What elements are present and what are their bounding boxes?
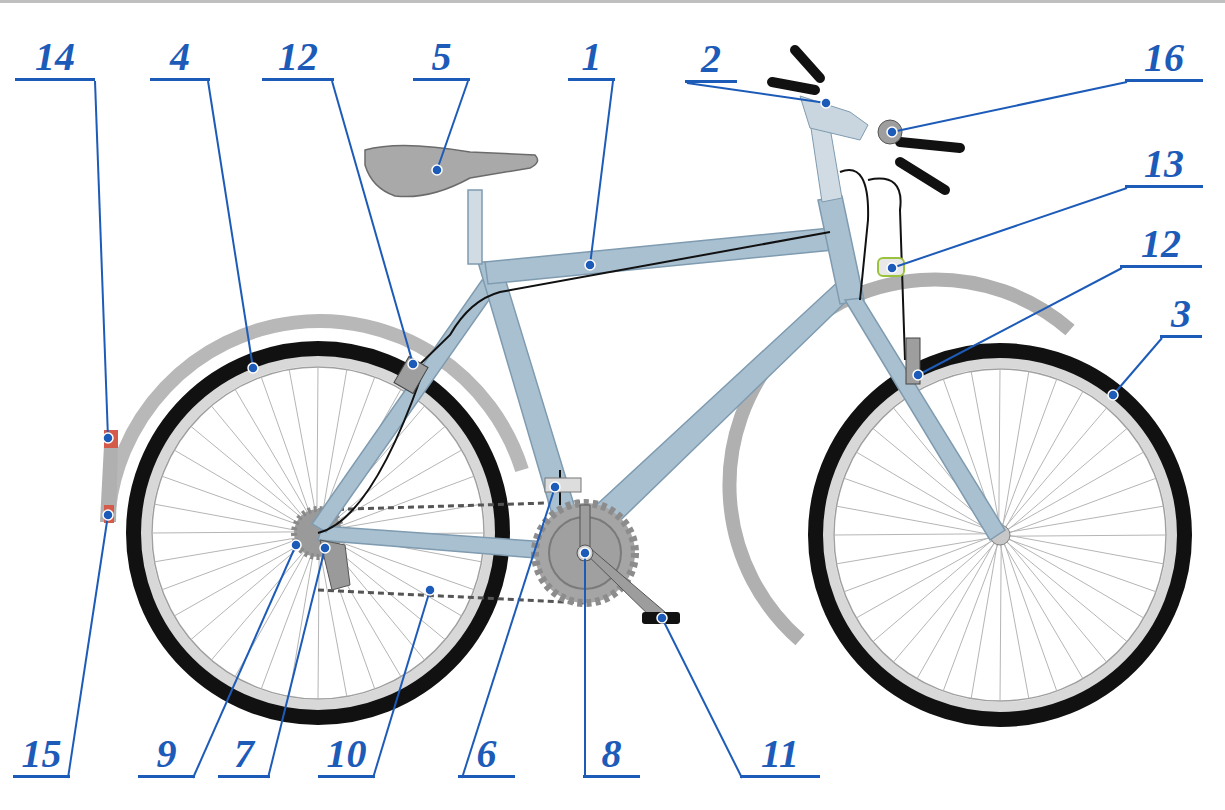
leader-lines bbox=[68, 81, 1162, 778]
spoke bbox=[211, 406, 310, 526]
callout-number: 14 bbox=[15, 36, 95, 81]
callout-number: 15 bbox=[13, 733, 70, 778]
rear-derailleur bbox=[320, 540, 350, 590]
spoke bbox=[261, 377, 313, 524]
spoke bbox=[844, 537, 990, 592]
spoke bbox=[1007, 542, 1127, 641]
fender-tail bbox=[100, 445, 118, 522]
cable bbox=[412, 170, 905, 372]
front-wheel bbox=[816, 351, 1184, 719]
spoke bbox=[317, 367, 318, 523]
spoke bbox=[971, 545, 997, 699]
spoke bbox=[1010, 536, 1163, 564]
spoke bbox=[191, 426, 311, 525]
spoke bbox=[1005, 544, 1057, 691]
spoke bbox=[289, 370, 317, 523]
spoke bbox=[837, 538, 991, 564]
spoke bbox=[152, 532, 308, 533]
reflector bbox=[104, 430, 118, 448]
callout-number: 9 bbox=[138, 733, 195, 778]
callout-number: 11 bbox=[740, 733, 820, 778]
spoke bbox=[1000, 545, 1001, 701]
spoke bbox=[873, 540, 992, 641]
spoke bbox=[1004, 544, 1083, 679]
callout-number: 1 bbox=[568, 36, 615, 81]
callout-number: 12 bbox=[1120, 223, 1202, 268]
callout-number: 8 bbox=[583, 733, 640, 778]
spoke bbox=[1010, 478, 1156, 533]
reflector bbox=[104, 505, 114, 523]
spoke bbox=[893, 543, 994, 662]
callout-number: 6 bbox=[458, 733, 515, 778]
callout-number: 3 bbox=[1160, 293, 1202, 338]
spoke bbox=[1007, 542, 1106, 662]
spoke bbox=[1010, 535, 1166, 536]
handlebar bbox=[772, 50, 960, 202]
spoke bbox=[155, 536, 309, 562]
crank bbox=[580, 548, 665, 622]
spoke bbox=[162, 476, 309, 528]
callout-number: 5 bbox=[413, 36, 470, 81]
spoke bbox=[1006, 391, 1083, 527]
callout-number: 12 bbox=[262, 36, 334, 81]
spoke bbox=[235, 389, 314, 524]
spoke bbox=[155, 504, 308, 532]
chain bbox=[318, 590, 585, 603]
callout-number: 13 bbox=[1125, 143, 1203, 188]
leader-dots bbox=[103, 98, 1118, 623]
callout-number: 4 bbox=[150, 36, 210, 81]
spoke bbox=[834, 534, 990, 535]
callout-number: 16 bbox=[1125, 37, 1203, 82]
rear-brake bbox=[394, 357, 428, 394]
spoke bbox=[917, 543, 994, 679]
spoke bbox=[1010, 506, 1164, 532]
top-rule bbox=[0, 0, 1225, 3]
headlight bbox=[878, 258, 904, 276]
pedal bbox=[642, 612, 680, 624]
spoke bbox=[837, 506, 990, 534]
spoke bbox=[318, 543, 319, 699]
callout-number: 7 bbox=[218, 733, 270, 778]
callout-number: 2 bbox=[685, 38, 737, 83]
spoke bbox=[1005, 408, 1106, 527]
spoke bbox=[1001, 545, 1029, 698]
spoke bbox=[211, 541, 312, 660]
spoke bbox=[1009, 540, 1156, 592]
spoke bbox=[1009, 539, 1144, 618]
saddle bbox=[365, 145, 538, 196]
cable bbox=[318, 380, 560, 533]
callout-number: 10 bbox=[318, 733, 375, 778]
spoke bbox=[999, 369, 1000, 525]
front-derailleur bbox=[545, 478, 581, 492]
spoke bbox=[1008, 428, 1127, 529]
spoke bbox=[174, 450, 309, 529]
spoke bbox=[162, 535, 308, 590]
spoke bbox=[1003, 372, 1029, 526]
